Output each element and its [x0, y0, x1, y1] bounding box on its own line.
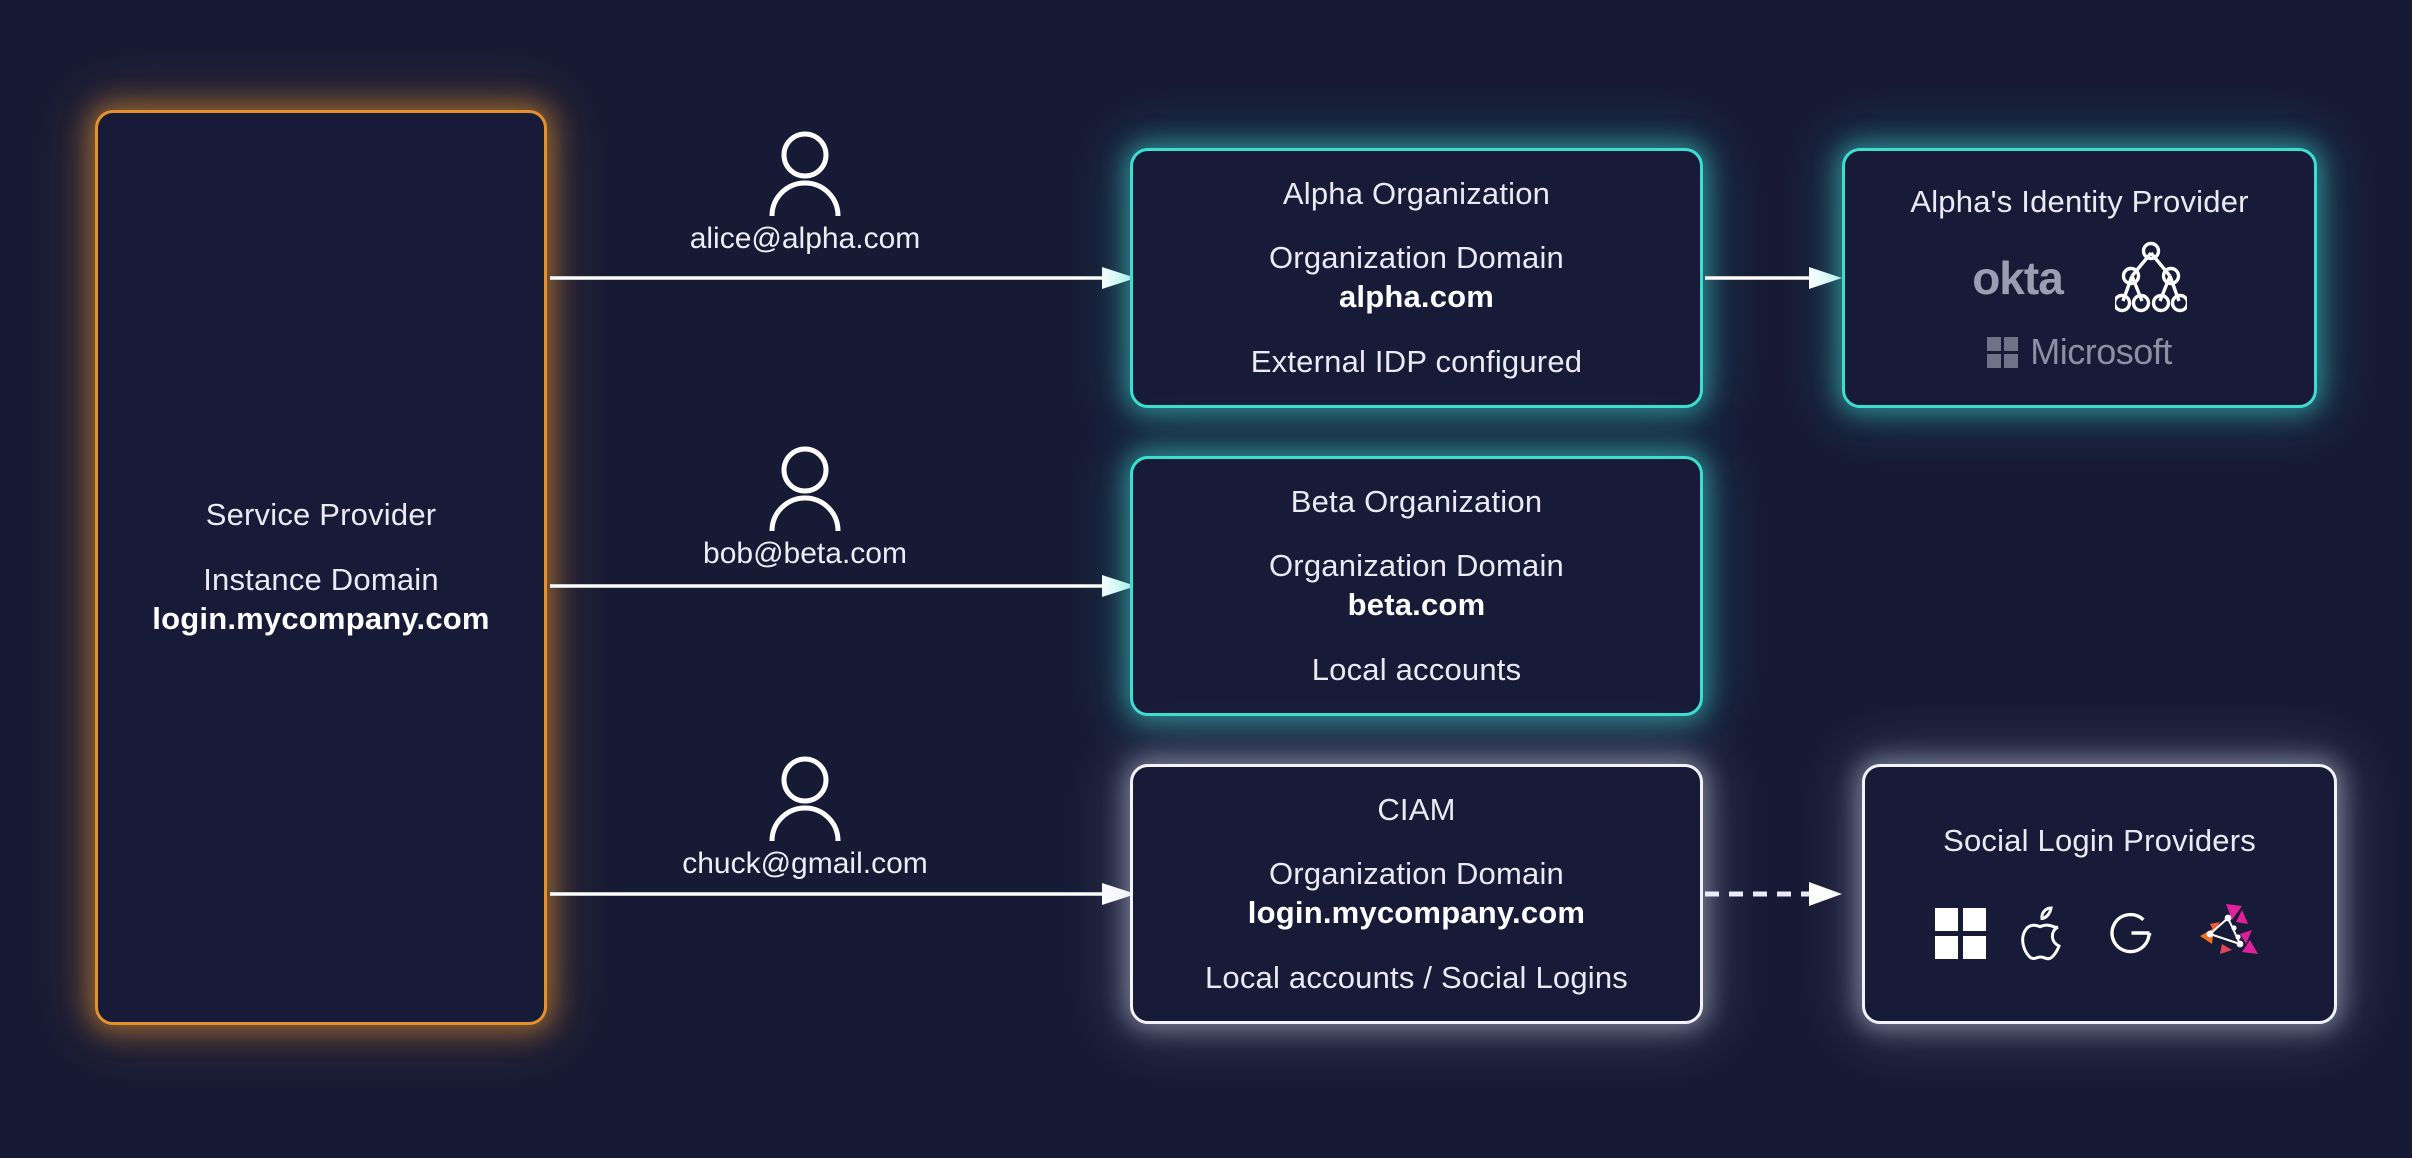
service-provider-domain-label: Instance Domain [203, 562, 439, 598]
keycloak-logo-icon [2200, 904, 2258, 955]
actor-alice: alice@alpha.com [595, 130, 1015, 256]
org-domain-value: login.mycompany.com [1247, 895, 1586, 930]
connector-chuck-to-ciam [550, 883, 1136, 905]
user-icon [769, 446, 841, 531]
provider-logo-row-secondary: Microsoft [1987, 331, 2172, 373]
connector-ciam-to-social [1705, 882, 1842, 906]
organization-node-beta[interactable]: Beta Organization Organization Domain be… [1130, 456, 1703, 716]
microsoft-wordmark: Microsoft [2030, 331, 2172, 373]
okta-logo: okta [1972, 252, 2064, 305]
actor-email: chuck@gmail.com [682, 847, 928, 880]
actor-bob: bob@beta.com [595, 445, 1015, 571]
microsoft-windows-icon [1987, 336, 2019, 368]
provider-node-alpha-idp[interactable]: Alpha's Identity Provider okta [1842, 148, 2317, 408]
user-icon [769, 131, 841, 216]
provider-title: Alpha's Identity Provider [1910, 183, 2249, 219]
actor-chuck: chuck@gmail.com [595, 755, 1015, 881]
microsoft-windows-icon [1935, 907, 1986, 959]
org-title: Alpha Organization [1282, 175, 1551, 211]
org-domain-label: Organization Domain [1268, 856, 1564, 892]
apple-logo-icon [2021, 906, 2061, 961]
connector-alice-to-alpha [550, 267, 1136, 289]
service-provider-domain-value: login.mycompany.com [152, 600, 490, 636]
org-footer: Local accounts / Social Logins [1204, 959, 1629, 995]
service-provider-title: Service Provider [205, 497, 437, 533]
provider-logo-row-social [1935, 900, 2264, 966]
org-title: CIAM [1377, 791, 1456, 827]
provider-node-social-idp[interactable]: Social Login Providers [1862, 764, 2337, 1024]
org-domain-label: Organization Domain [1268, 240, 1564, 276]
user-icon [769, 756, 841, 841]
org-domain-value: beta.com [1347, 587, 1486, 622]
ldap-tree-icon [2114, 242, 2187, 313]
provider-logo-row-primary: okta [1972, 241, 2187, 315]
actor-email: alice@alpha.com [689, 222, 921, 255]
org-footer: Local accounts [1311, 651, 1522, 687]
provider-title: Social Login Providers [1943, 822, 2256, 858]
org-title: Beta Organization [1290, 483, 1543, 519]
org-footer: External IDP configured [1250, 343, 1583, 379]
org-domain-value: alpha.com [1338, 279, 1495, 314]
service-provider-node[interactable]: Service Provider Instance Domain login.m… [95, 110, 547, 1025]
org-domain-label: Organization Domain [1268, 548, 1564, 584]
connector-bob-to-beta [550, 575, 1136, 597]
organization-node-ciam[interactable]: CIAM Organization Domain login.mycompany… [1130, 764, 1703, 1024]
actor-email: bob@beta.com [703, 537, 907, 570]
google-g-icon [2110, 913, 2152, 954]
organization-node-alpha[interactable]: Alpha Organization Organization Domain a… [1130, 148, 1703, 408]
connector-alpha-to-idp [1705, 267, 1842, 289]
